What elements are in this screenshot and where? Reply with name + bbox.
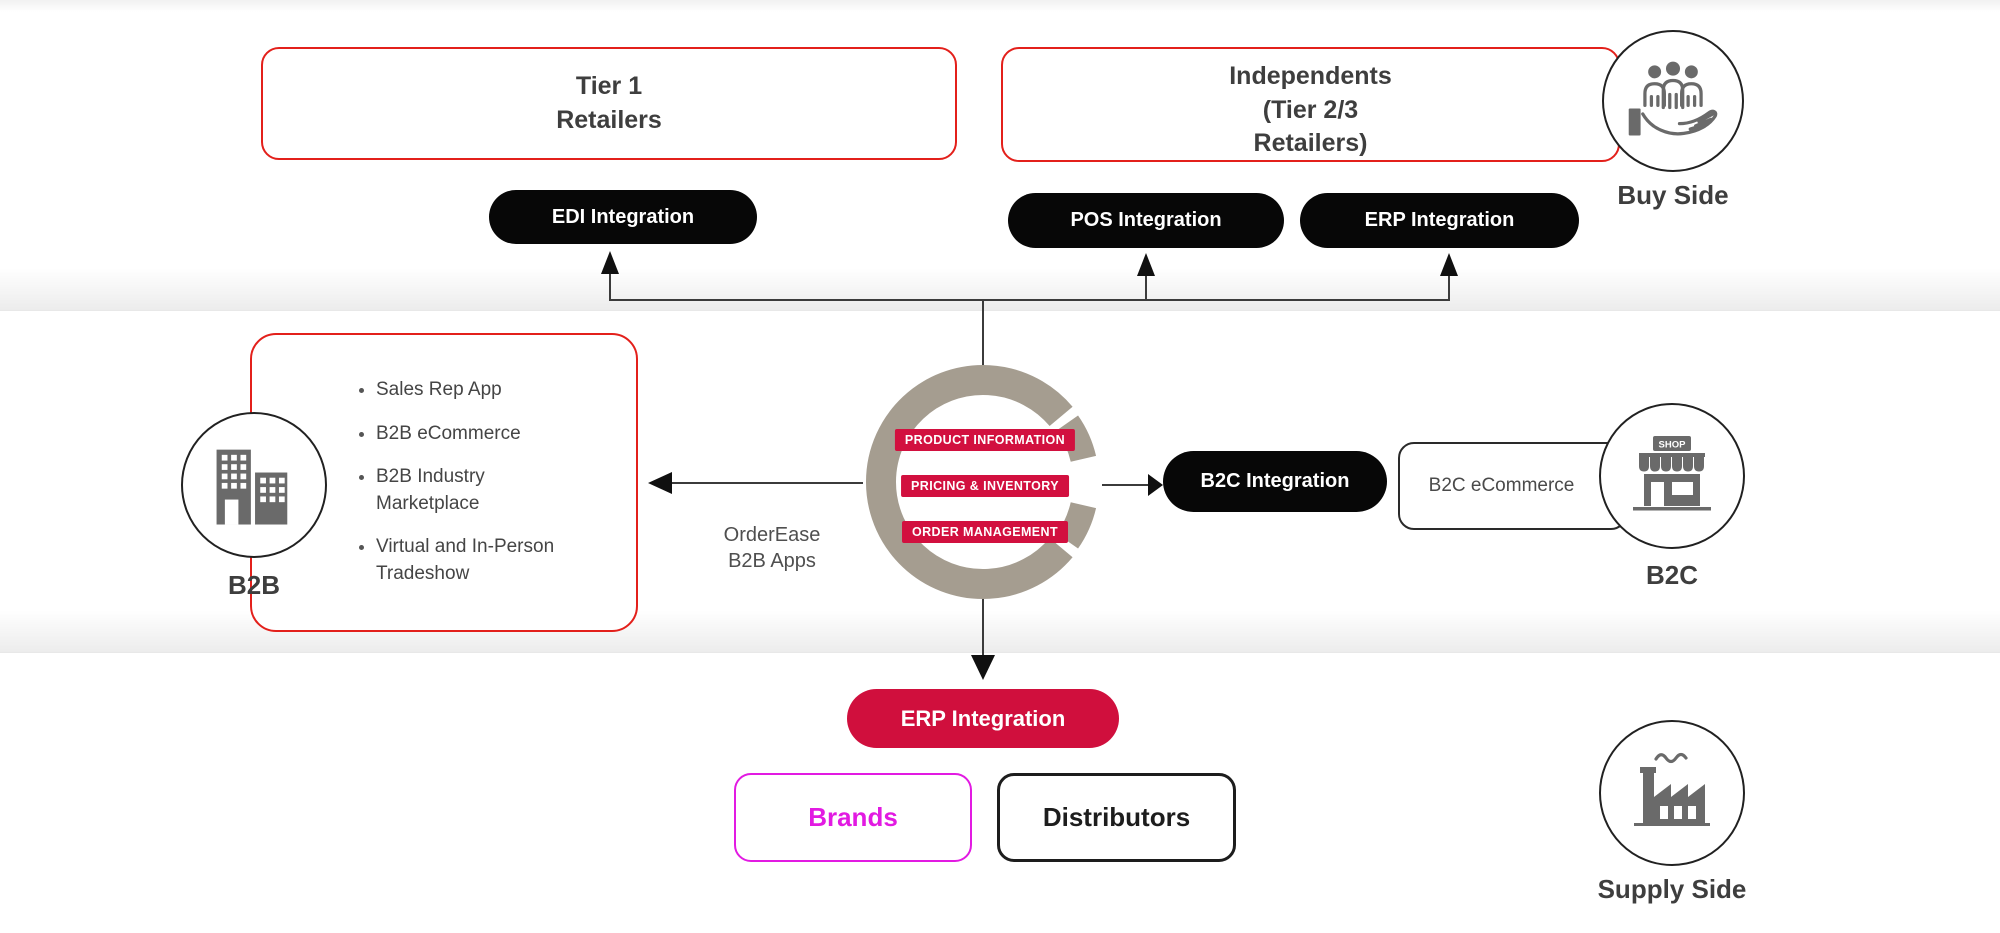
distributors-box: Distributors (997, 773, 1236, 862)
orderease-ring-logo (866, 365, 1097, 599)
smoke-squiggle (1654, 752, 1688, 764)
arrow-up-pos (1137, 253, 1155, 276)
badge-product-information: PRODUCT INFORMATION (894, 429, 1076, 451)
list-item: Virtual and In-Person Tradeshow (376, 534, 654, 587)
b2c-label: B2C (1645, 560, 1698, 590)
b2b-circle (181, 412, 327, 558)
b2c-ecommerce-box: B2C eCommerce (1398, 442, 1627, 530)
tier1-retailers-label: Tier 1 Retailers (556, 72, 662, 134)
edi-integration-pill: EDI Integration (489, 190, 757, 244)
list-item: B2B eCommerce (376, 421, 654, 448)
independents-label: Independents (Tier 2/3 Retailers) (1229, 62, 1392, 158)
b2c-ecommerce-label: B2C eCommerce (1428, 475, 1575, 496)
distributors-label: Distributors (1042, 802, 1191, 832)
independents-box: Independents (Tier 2/3 Retailers) (1001, 47, 1620, 162)
section-divider-buyside (0, 268, 2000, 311)
supply-side-circle (1599, 720, 1745, 866)
arrow-down-erp (971, 655, 995, 680)
tier1-retailers-box: Tier 1 Retailers (261, 47, 957, 160)
pos-integration-pill: POS Integration (1008, 193, 1284, 248)
b2c-integration-pill: B2C Integration (1163, 451, 1387, 512)
arrow-right-b2c (1148, 474, 1163, 496)
top-shadow-band (0, 0, 2000, 12)
buy-side-circle (1602, 30, 1744, 172)
shop-sign-text: SHOP (1659, 440, 1687, 451)
orderease-caption: OrderEase B2B Apps (723, 524, 821, 573)
arrow-up-erp (1440, 253, 1458, 276)
b2b-label: B2B (227, 570, 280, 600)
b2c-shop-icon: SHOP (1633, 436, 1711, 511)
list-item: Sales Rep App (376, 377, 654, 404)
factory-icon (1634, 752, 1710, 826)
supply-side-label: Supply Side (1597, 874, 1747, 904)
brands-box: Brands (734, 773, 972, 862)
buy-side-icon (1628, 61, 1718, 136)
erp-integration-top-pill: ERP Integration (1300, 193, 1579, 248)
brands-label: Brands (808, 802, 898, 832)
erp-integration-bottom-label: ERP Integration (900, 705, 1066, 731)
buy-side-label: Buy Side (1617, 180, 1729, 210)
erp-integration-top-label: ERP Integration (1364, 209, 1515, 231)
arrow-left-b2b (648, 472, 672, 494)
arrow-up-edi (601, 251, 619, 274)
erp-integration-bottom-pill: ERP Integration (847, 689, 1119, 748)
b2b-buildings-icon (216, 449, 288, 525)
b2c-circle: SHOP (1599, 403, 1745, 549)
pos-integration-label: POS Integration (1070, 209, 1222, 231)
b2c-integration-label: B2C Integration (1200, 470, 1350, 492)
badge-pricing-inventory: PRICING & INVENTORY (901, 475, 1069, 497)
badge-order-management: ORDER MANAGEMENT (902, 521, 1068, 543)
b2b-apps-list: Sales Rep App B2B eCommerce B2B Industry… (352, 377, 654, 605)
list-item: B2B Industry Marketplace (376, 464, 654, 517)
edi-integration-label: EDI Integration (551, 205, 695, 228)
